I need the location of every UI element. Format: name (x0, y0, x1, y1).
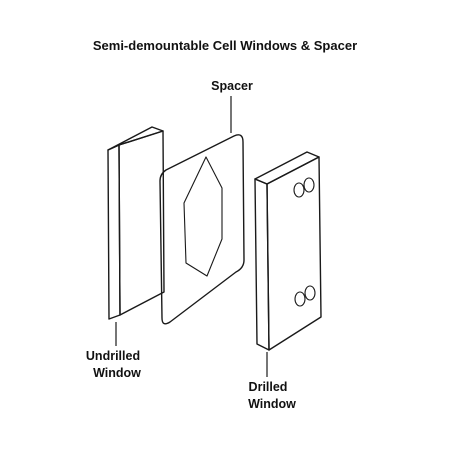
drilled-hole (304, 285, 316, 301)
diagram-title: Semi-demountable Cell Windows & Spacer (93, 38, 357, 53)
undrilled-label-line1: Undrilled (86, 349, 140, 363)
undrilled-window (107, 126, 165, 320)
spacer (159, 134, 245, 325)
spacer-cutout (183, 156, 223, 277)
drilled-window-top (254, 151, 320, 185)
undrilled-window-front (118, 130, 165, 316)
drilled-hole (293, 182, 305, 198)
drilled-window (254, 151, 322, 351)
drilled-label-line2: Window (248, 397, 296, 411)
undrilled-label-line2: Window (93, 366, 141, 380)
drilled-hole (294, 291, 306, 307)
drilled-window-front (266, 156, 322, 351)
upper-hole-pair (293, 177, 315, 198)
spacer-plate (159, 134, 245, 325)
drilled-hole (303, 177, 315, 193)
undrilled-window-side (107, 144, 121, 320)
spacer-label: Spacer (211, 79, 253, 93)
lower-hole-pair (294, 285, 316, 307)
undrilled-window-top (107, 126, 164, 151)
drilled-label-line1: Drilled (249, 380, 288, 394)
